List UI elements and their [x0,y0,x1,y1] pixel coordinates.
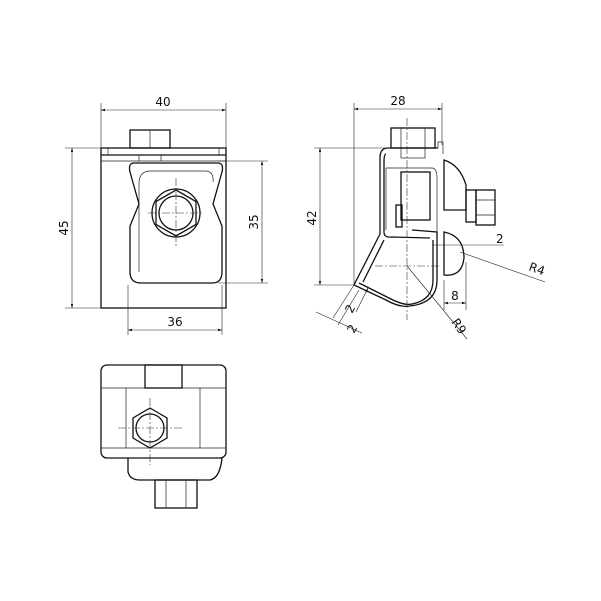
dim-thickness-2-right: 2 [496,232,504,246]
front-view: 40 45 35 36 [57,95,268,335]
dim-plate-height-35: 35 [247,214,261,229]
bolt-bottom [154,479,198,509]
dim-plate-width-36: 36 [167,315,182,329]
dim-radius-r4: R4 [527,260,547,279]
dim-radius-r9: R9 [449,316,470,337]
side-nut [475,189,496,226]
dim-height-42: 42 [305,210,319,225]
dim-width-40: 40 [155,95,170,109]
bottom-view [100,364,227,509]
dim-width-28: 28 [390,94,405,108]
dim-height-45: 45 [57,220,71,235]
dim-offset-8: 8 [451,289,459,303]
dim-thickness-2-a: 2 [344,322,360,335]
bolt-top [144,364,183,389]
side-view: 28 42 2 R4 8 R9 2 2 [305,94,547,340]
bolt-head [390,127,436,149]
clamp-plate [128,162,224,284]
